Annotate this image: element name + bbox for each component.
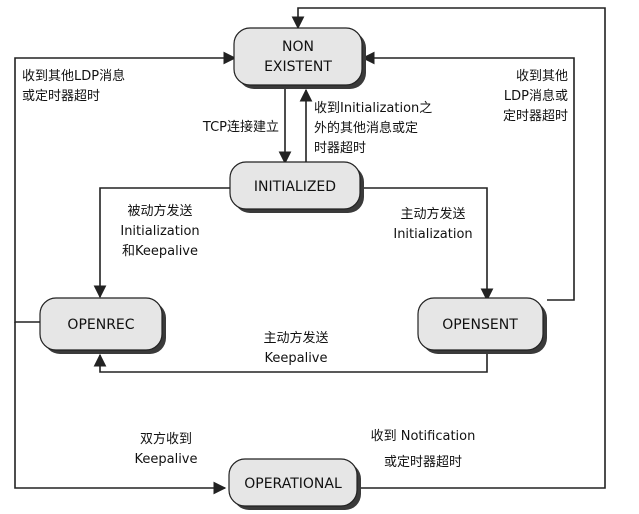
state-openrec: OPENREC: [39, 297, 166, 354]
svg-text:时器超时: 时器超时: [314, 141, 366, 156]
state-non-existent: NON EXISTENT: [233, 27, 366, 89]
state-initialized: INITIALIZED: [229, 161, 364, 213]
state-operational: OPERATIONAL: [228, 458, 361, 510]
edge-openrec-to-nonexistent: [14, 51, 237, 323]
svg-text:LDP消息或: LDP消息或: [504, 88, 568, 104]
svg-text:TCP连接建立: TCP连接建立: [202, 119, 279, 135]
svg-text:主动方发送: 主动方发送: [263, 330, 328, 346]
svg-text:Keepalive: Keepalive: [134, 452, 197, 467]
edge-initialized-to-openrec: [93, 187, 230, 299]
edge-initialized-to-opensent: [363, 187, 494, 302]
edge-openrec-to-operational: [14, 322, 227, 495]
edge-opensent-to-openrec: [93, 350, 488, 373]
state-opensent: OPENSENT: [417, 297, 547, 354]
label-both-received: 双方收到 Keepalive: [134, 431, 197, 467]
label-opensent-to-nonexistent: 收到其他 LDP消息或 定时器超时: [503, 69, 568, 124]
svg-text:Keepalive: Keepalive: [264, 351, 327, 366]
svg-text:收到其他LDP消息: 收到其他LDP消息: [22, 68, 125, 84]
label-initialized-to-nonexistent: 收到Initialization之 外的其他消息或定 时器超时: [314, 101, 432, 156]
state-opensent-label: OPENSENT: [442, 317, 518, 333]
svg-text:外的其他消息或定: 外的其他消息或定: [314, 120, 418, 136]
svg-text:Initialization: Initialization: [393, 227, 472, 242]
state-non-existent-line1: NON: [282, 39, 314, 55]
label-operational-to-nonexistent: 收到 Notification 或定时器超时: [371, 429, 476, 470]
label-openrec-to-nonexistent: 收到其他LDP消息 或定时器超时: [22, 68, 125, 104]
svg-text:被动方发送: 被动方发送: [127, 203, 192, 219]
state-openrec-label: OPENREC: [67, 317, 134, 333]
svg-text:收到 Notification: 收到 Notification: [371, 429, 476, 444]
svg-text:或定时器超时: 或定时器超时: [22, 89, 100, 104]
svg-text:或定时器超时: 或定时器超时: [384, 455, 462, 470]
label-tcp-established: TCP连接建立: [202, 119, 279, 135]
svg-text:和Keepalive: 和Keepalive: [122, 244, 198, 259]
svg-text:Initialization: Initialization: [120, 224, 199, 239]
label-passive-send: 被动方发送 Initialization 和Keepalive: [120, 203, 199, 259]
state-non-existent-line2: EXISTENT: [264, 59, 332, 75]
svg-text:双方收到: 双方收到: [140, 431, 192, 447]
label-active-send-init: 主动方发送 Initialization: [393, 206, 472, 242]
edge-opensent-to-nonexistent: [361, 51, 575, 301]
edge-operational-to-nonexistent: [291, 7, 606, 489]
state-initialized-label: INITIALIZED: [254, 179, 336, 195]
label-active-send-keepalive: 主动方发送 Keepalive: [263, 330, 328, 366]
svg-text:主动方发送: 主动方发送: [400, 206, 465, 222]
svg-text:收到其他: 收到其他: [516, 69, 568, 84]
svg-text:定时器超时: 定时器超时: [503, 109, 568, 124]
svg-text:收到Initialization之: 收到Initialization之: [314, 101, 432, 116]
state-operational-label: OPERATIONAL: [244, 476, 342, 492]
